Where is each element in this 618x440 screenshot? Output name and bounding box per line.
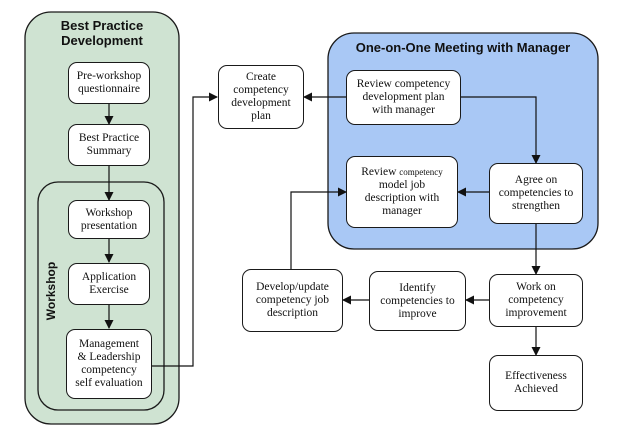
work-on-label: Work on competency improvement xyxy=(505,281,567,319)
arrow-self-eval-to-create-plan xyxy=(152,92,218,367)
create-plan-node: Create competency development plan xyxy=(218,65,304,129)
review-model-rest: model job description with manager xyxy=(364,179,440,217)
meeting-title: One-on-One Meeting with Manager xyxy=(355,40,571,55)
arrow-review-plan-to-agree xyxy=(461,96,541,164)
arrow-develop-update-to-review-model xyxy=(290,187,347,269)
review-model-node: Review competency model job description … xyxy=(346,156,458,228)
identify-label: Identify competencies to improve xyxy=(380,281,455,320)
best-practice-summary-label: Best Practice Summary xyxy=(78,132,140,157)
effectiveness-label: Effectiveness Achieved xyxy=(505,370,567,395)
identify-node: Identify competencies to improve xyxy=(369,271,466,331)
agree-label: Agree on competencies to strengthen xyxy=(498,174,574,212)
review-model-prefix: Review xyxy=(361,166,397,178)
review-model-small: competency xyxy=(399,167,443,177)
review-plan-label: Review competency development plan with … xyxy=(356,78,451,116)
pre-workshop-questionnaire-node: Pre-workshop questionnaire xyxy=(68,62,150,104)
create-plan-label: Create competency development plan xyxy=(231,71,291,122)
effectiveness-node: Effectiveness Achieved xyxy=(489,355,583,411)
self-evaluation-node: Management & Leadership competency self … xyxy=(66,329,152,399)
agree-node: Agree on competencies to strengthen xyxy=(489,163,583,224)
best-practice-summary-node: Best Practice Summary xyxy=(68,124,150,166)
workshop-presentation-node: Workshop presentation xyxy=(68,200,150,239)
workshop-title: Workshop xyxy=(44,261,58,321)
develop-update-node: Develop/update competency job descriptio… xyxy=(242,269,343,332)
review-plan-node: Review competency development plan with … xyxy=(346,70,461,125)
self-evaluation-label: Management & Leadership competency self … xyxy=(75,338,143,389)
best-practice-title: Best Practice Development xyxy=(60,18,144,48)
workshop-presentation-label: Workshop presentation xyxy=(80,206,138,232)
pre-workshop-questionnaire-label: Pre-workshop questionnaire xyxy=(76,70,142,95)
application-exercise-label: Application Exercise xyxy=(81,271,137,296)
work-on-node: Work on competency improvement xyxy=(489,274,583,327)
develop-update-label: Develop/update competency job descriptio… xyxy=(255,281,330,319)
application-exercise-node: Application Exercise xyxy=(68,263,150,305)
